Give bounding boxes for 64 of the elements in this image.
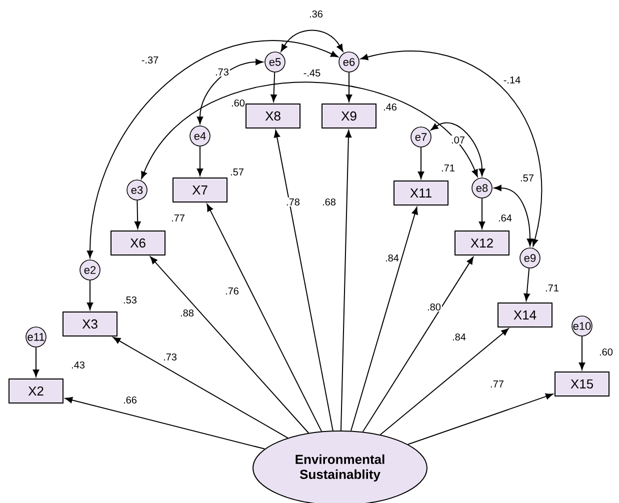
value-label: .60 bbox=[232, 99, 245, 107]
path-arrow bbox=[346, 72, 352, 102]
path-arrow bbox=[112, 337, 288, 438]
edge-label: .07 bbox=[450, 135, 466, 145]
covariance-arrow bbox=[430, 122, 486, 176]
value-label: .77 bbox=[172, 214, 184, 222]
path-arrow bbox=[524, 268, 530, 301]
path-arrow bbox=[578, 336, 586, 370]
edge-label: .78 bbox=[285, 197, 301, 207]
path-arrow bbox=[206, 204, 322, 432]
edge-label: .88 bbox=[179, 308, 195, 318]
value-label: .71 bbox=[442, 164, 454, 172]
variable-box: X8 bbox=[246, 104, 300, 128]
edge-label: .80 bbox=[426, 302, 442, 312]
covariance-arrow bbox=[280, 30, 344, 52]
variable-box: X7 bbox=[172, 178, 228, 202]
edge-label: .84 bbox=[451, 332, 467, 342]
path-arrow bbox=[134, 200, 141, 229]
variable-box: X12 bbox=[454, 230, 510, 256]
edge-label: -.14 bbox=[502, 76, 522, 84]
path-arrow bbox=[407, 393, 554, 445]
edge-label: .68 bbox=[321, 197, 337, 207]
covariance-arrow bbox=[494, 184, 534, 246]
path-arrow bbox=[418, 146, 424, 179]
value-label: .57 bbox=[230, 168, 244, 176]
variable-box: X14 bbox=[498, 302, 552, 328]
variable-box: X6 bbox=[110, 230, 166, 256]
edge-label: -.37 bbox=[140, 55, 160, 65]
path-arrow bbox=[362, 256, 474, 432]
edge-label: .77 bbox=[489, 380, 505, 388]
edge-label: .76 bbox=[224, 286, 240, 296]
edge-label: .73 bbox=[214, 67, 230, 77]
edge-label: .66 bbox=[122, 395, 138, 405]
path-arrow bbox=[340, 130, 352, 431]
value-label: .43 bbox=[72, 361, 85, 369]
path-arrow bbox=[270, 72, 277, 102]
path-arrow bbox=[350, 206, 418, 432]
edge-label: -.45 bbox=[302, 68, 322, 78]
edge-label: .36 bbox=[308, 9, 324, 19]
path-arrow bbox=[478, 198, 486, 229]
covariance-arrow bbox=[196, 58, 264, 124]
path-arrow bbox=[86, 280, 94, 310]
edge-label: .84 bbox=[384, 253, 400, 263]
edge-label: .73 bbox=[162, 352, 178, 362]
covariance-arrow bbox=[360, 51, 542, 247]
value-label: .71 bbox=[546, 284, 558, 292]
value-label: .53 bbox=[124, 296, 137, 304]
value-label: .64 bbox=[498, 214, 512, 222]
covariance-arrow bbox=[86, 40, 338, 258]
value-label: .60 bbox=[600, 348, 613, 356]
variable-box: X2 bbox=[8, 378, 64, 404]
variable-box: X3 bbox=[62, 312, 118, 336]
variable-box: X9 bbox=[322, 104, 376, 128]
path-arrow bbox=[64, 397, 266, 450]
path-arrow bbox=[380, 328, 509, 436]
path-arrow bbox=[274, 130, 334, 432]
path-arrow bbox=[32, 346, 40, 377]
path-arrow bbox=[196, 146, 204, 176]
edge-label: .57 bbox=[519, 174, 535, 182]
path-arrow bbox=[150, 256, 310, 434]
covariance-arrow bbox=[141, 82, 478, 179]
variable-box: X15 bbox=[554, 372, 610, 396]
variable-box: X11 bbox=[394, 180, 448, 206]
value-label: .46 bbox=[384, 103, 397, 111]
